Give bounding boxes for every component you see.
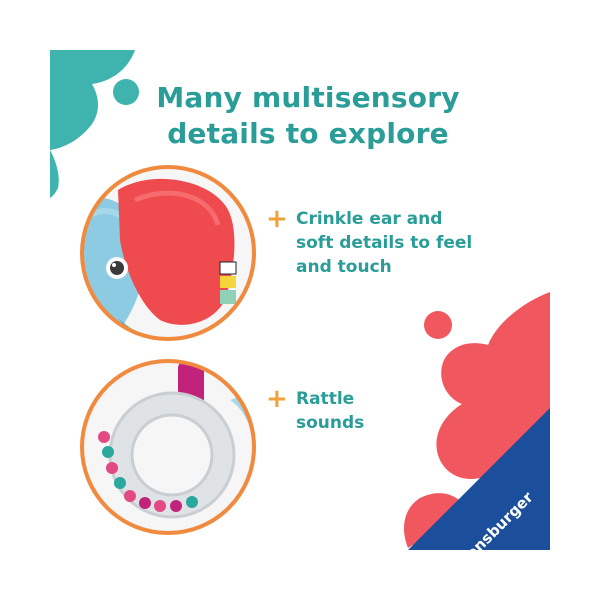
feature-line: and touch — [296, 257, 392, 277]
elephant-ear-photo — [80, 165, 256, 341]
feature-line: soft details to feel — [296, 233, 473, 253]
plus-icon: + — [266, 204, 288, 234]
feature-line: Crinkle ear and — [296, 209, 443, 229]
feature-crinkle-ear: + Crinkle ear and soft details to feel a… — [266, 204, 506, 287]
headline-line-2: details to explore — [167, 117, 449, 150]
plus-icon: + — [266, 384, 288, 414]
feature-text: Rattle sounds — [296, 387, 516, 435]
feature-rattle: + Rattle sounds — [266, 384, 506, 447]
feature-line: sounds — [296, 413, 365, 433]
headline: Many multisensory details to explore — [128, 80, 488, 152]
feature-line: Rattle — [296, 389, 355, 409]
feature-text: Crinkle ear and soft details to feel and… — [296, 207, 516, 279]
rattle-ring-photo — [80, 359, 256, 535]
teal-flower-decoration — [50, 50, 139, 198]
headline-line-1: Many multisensory — [156, 81, 460, 114]
